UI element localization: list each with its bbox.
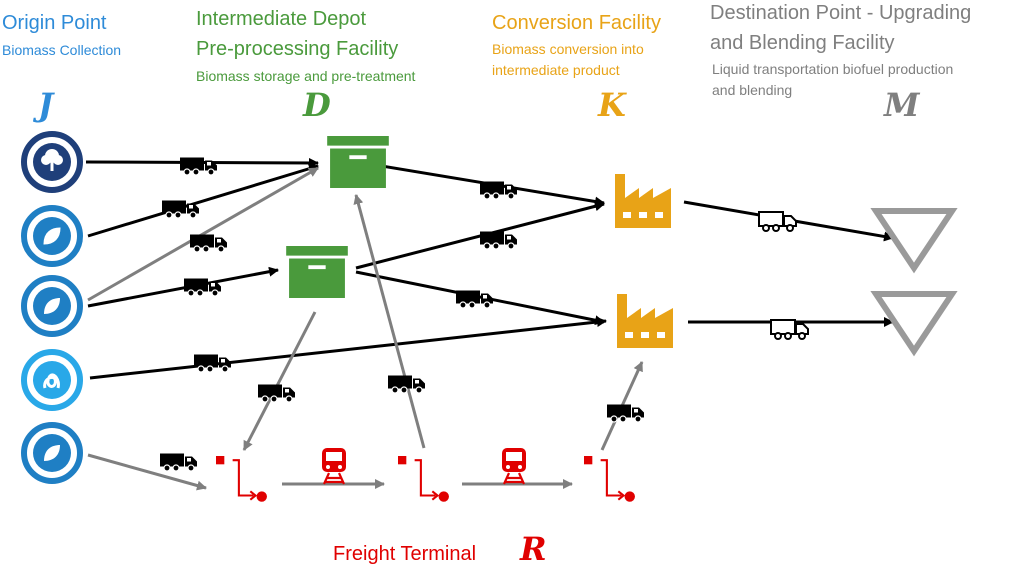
train-icon [500, 446, 528, 486]
arrow-depot2-terminal1 [242, 311, 317, 451]
truck-icon [607, 404, 645, 423]
truck-icon [190, 234, 228, 253]
freight-symbol: R [520, 530, 547, 568]
destination-2 [870, 291, 958, 357]
origin-node-5 [21, 422, 83, 484]
truck-icon [180, 157, 218, 176]
factory-2 [617, 294, 673, 348]
depot-symbol: D [303, 86, 331, 124]
conversion-subtitle-line2: intermediate product [492, 62, 620, 78]
truck-icon [388, 375, 426, 394]
arrow-j2-depot1 [87, 163, 319, 238]
truck-icon [194, 354, 232, 373]
depot-title-line2: Pre-processing Facility [196, 38, 399, 60]
arrow-j3-depot2 [87, 266, 279, 308]
arrow-j4-factory2 [89, 317, 607, 380]
origin-node-1 [21, 131, 83, 193]
origin-node-4 [21, 349, 83, 411]
destination-1 [870, 208, 958, 274]
conversion-subtitle-line1: Biomass conversion into [492, 41, 644, 57]
leaf-icon [44, 298, 60, 314]
origin-symbol: J [38, 86, 54, 124]
factory-1 [615, 174, 671, 228]
origin-node-3 [21, 275, 83, 337]
freight-terminal-2 [398, 456, 450, 503]
tree-icon [41, 149, 63, 171]
arrow-j3-depot1 [87, 166, 319, 302]
depot-1 [327, 136, 389, 188]
origin-title: Origin Point [2, 12, 107, 34]
depot-2 [286, 246, 348, 298]
destination-title-line1: Destination Point - Upgrading [710, 2, 972, 24]
arrow-terminal2-depot1 [353, 194, 426, 449]
depot-subtitle: Biomass storage and pre-treatment [196, 68, 416, 84]
conversion-title: Conversion Facility [492, 12, 661, 34]
truck-icon [258, 384, 296, 403]
leaf-icon [44, 445, 60, 461]
depot-title-line1: Intermediate Depot [196, 8, 367, 30]
freight-terminal-3 [584, 456, 636, 503]
origin-node-2 [21, 205, 83, 267]
freight-terminal-label: Freight Terminal [333, 543, 477, 565]
destination-title-line2: and Blending Facility [710, 32, 895, 54]
truck-icon [456, 290, 494, 309]
leaf-icon [43, 227, 61, 245]
origin-subtitle: Biomass Collection [2, 42, 122, 58]
freight-terminal-1 [216, 456, 268, 503]
conversion-symbol: K [598, 86, 626, 124]
truck-icon [480, 181, 518, 200]
train-icon [320, 446, 348, 486]
pretzel-icon [43, 373, 60, 389]
truck-outline-icon [758, 211, 797, 232]
destination-symbol: M [884, 86, 920, 124]
destination-subtitle-line1: Liquid transportation biofuel production [712, 61, 954, 77]
truck-icon [160, 453, 198, 472]
arrow-j5-terminal1 [87, 453, 207, 491]
destination-subtitle-line2: and blending [712, 82, 793, 98]
truck-icon [480, 231, 518, 250]
